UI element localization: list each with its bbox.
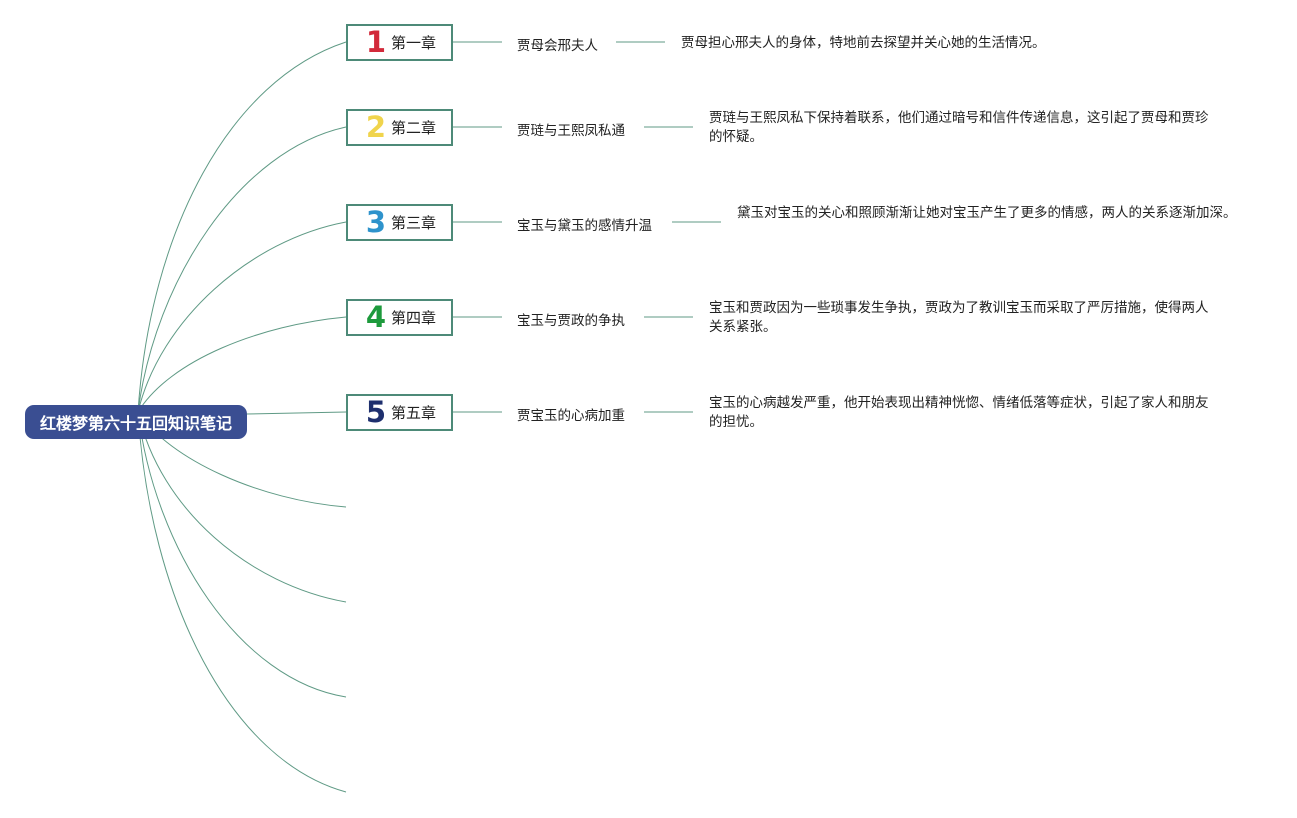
chapter-node-4[interactable]: 4 第四章 (346, 299, 453, 336)
root-label: 红楼梦第六十五回知识笔记 (39, 414, 232, 433)
branch-line-2 (137, 126, 347, 413)
chapter-label-5: 第五章 (391, 404, 437, 422)
topic-desc-2[interactable]: 贾琏与王熙凤私下保持着联系，他们通过暗号和信件传递信息，这引起了贾母和贾珍的怀疑… (709, 110, 1209, 145)
branch-line-4 (137, 316, 347, 413)
topic-desc-3[interactable]: 黛玉对宝玉的关心和照顾渐渐让她对宝玉产生了更多的情感，两人的关系逐渐加深。 (737, 205, 1237, 221)
chapter-label-1: 第一章 (391, 34, 437, 52)
chapter-number-4: 4 (365, 300, 387, 334)
chapter-number-3: 3 (365, 205, 387, 239)
topic-title-4[interactable]: 宝玉与贾政的争执 (517, 313, 625, 329)
chapter-node-3[interactable]: 3 第三章 (346, 204, 453, 241)
branch-line-empty-3 (137, 411, 347, 698)
chapter-label-4: 第四章 (391, 309, 437, 327)
topic-title-5[interactable]: 贾宝玉的心病加重 (517, 408, 625, 424)
chapter-number-5: 5 (365, 395, 387, 429)
topic-desc-1[interactable]: 贾母担心邢夫人的身体，特地前去探望并关心她的生活情况。 (681, 35, 1046, 51)
chapter-number-2: 2 (365, 110, 387, 144)
chapter-node-1[interactable]: 1 第一章 (346, 24, 453, 61)
branch-line-empty-4 (137, 411, 347, 793)
topic-title-1[interactable]: 贾母会邢夫人 (517, 38, 598, 54)
topic-title-2[interactable]: 贾琏与王熙凤私通 (517, 123, 625, 139)
chapter-node-5[interactable]: 5 第五章 (346, 394, 453, 431)
branch-line-3 (137, 221, 347, 413)
chapter-label-2: 第二章 (391, 119, 437, 137)
branch-line-empty-2 (137, 411, 347, 603)
chapter-node-2[interactable]: 2 第二章 (346, 109, 453, 146)
topic-desc-5[interactable]: 宝玉的心病越发严重，他开始表现出精神恍惚、情绪低落等症状，引起了家人和朋友的担忧… (709, 395, 1209, 430)
branch-line-1 (137, 41, 347, 413)
topic-title-3[interactable]: 宝玉与黛玉的感情升温 (517, 218, 652, 234)
root-node[interactable]: 红楼梦第六十五回知识笔记 (25, 405, 247, 439)
branch-line-5 (245, 411, 347, 415)
topic-desc-4[interactable]: 宝玉和贾政因为一些琐事发生争执，贾政为了教训宝玉而采取了严厉措施，使得两人关系紧… (709, 300, 1209, 335)
chapter-number-1: 1 (365, 25, 387, 59)
chapter-label-3: 第三章 (391, 214, 437, 232)
